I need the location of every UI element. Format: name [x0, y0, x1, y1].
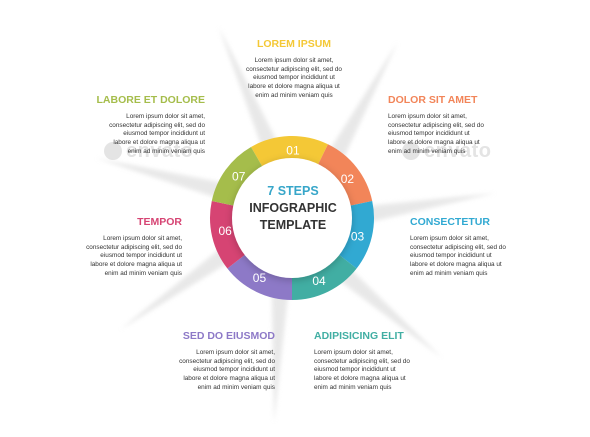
flap-shadow-7 [95, 158, 242, 204]
flap-shadow-4 [323, 256, 442, 358]
step-06-text: Lorem ipsum dolor sit amet, consectetur … [86, 235, 182, 277]
step-number-01: 01 [286, 144, 300, 158]
step-05-block: SED DO EIUSMOD Lorem ipsum dolor sit ame… [157, 330, 275, 393]
step-arc-03 [332, 200, 374, 269]
step-02-block: DOLOR SIT AMET Lorem ipsum dolor sit ame… [388, 94, 506, 157]
step-03-block: CONSECTETUR Lorem ipsum dolor sit amet, … [410, 216, 528, 279]
step-03-title: CONSECTETUR [410, 216, 490, 228]
center-title-line-2: INFOGRAPHIC [249, 201, 337, 215]
flap-shadow-1 [218, 26, 286, 164]
center-title: 7 STEPS INFOGRAPHIC TEMPLATE [238, 183, 348, 234]
step-02-text: Lorem ipsum dolor sit amet, consectetur … [388, 113, 484, 155]
flap-shadow-2 [320, 42, 398, 177]
step-06-block: TEMPOR Lorem ipsum dolor sit amet, conse… [64, 216, 182, 279]
step-number-07: 07 [232, 169, 246, 183]
step-number-04: 04 [312, 274, 326, 288]
flap-shadow-3 [351, 193, 496, 227]
step-04-text: Lorem ipsum dolor sit amet, consectetur … [314, 349, 410, 391]
flap-shadow-6 [120, 236, 244, 330]
step-07-block: LABORE ET DOLORE Lorem ipsum dolor sit a… [87, 94, 205, 157]
center-title-line-1: 7 STEPS [267, 184, 319, 198]
step-arc-04 [292, 250, 357, 300]
step-arcs [210, 136, 374, 300]
step-05-title: SED DO EIUSMOD [182, 330, 275, 342]
step-04-title: ADIPISICING ELIT [314, 330, 404, 342]
step-03-text: Lorem ipsum dolor sit amet, consectetur … [410, 235, 506, 277]
center-title-line-3: TEMPLATE [259, 218, 327, 232]
watermark-logo-icon [402, 142, 420, 160]
shadow-flaps [95, 26, 496, 423]
step-02-title: DOLOR SIT AMET [388, 94, 478, 106]
step-01-text: Lorem ipsum dolor sit amet, consectetur … [246, 57, 342, 99]
step-arc-05 [227, 250, 292, 300]
step-numbers: 01 02 03 04 05 06 07 [218, 144, 364, 288]
step-arc-07 [211, 146, 266, 208]
center-circle [232, 158, 352, 278]
step-number-02: 02 [341, 172, 355, 186]
step-01-block: LOREM IPSUM Lorem ipsum dolor sit amet, … [234, 38, 354, 101]
watermark-left: envato [104, 140, 193, 163]
step-number-03: 03 [351, 230, 365, 244]
step-04-block: ADIPISICING ELIT Lorem ipsum dolor sit a… [314, 330, 432, 393]
step-05-text: Lorem ipsum dolor sit amet, consectetur … [179, 349, 275, 391]
step-number-05: 05 [253, 271, 267, 285]
step-arc-02 [314, 144, 373, 208]
watermark-logo-icon [104, 142, 122, 160]
step-01-title: LOREM IPSUM [256, 38, 332, 50]
step-06-title: TEMPOR [137, 216, 182, 228]
step-07-title: LABORE ET DOLORE [96, 94, 205, 106]
flap-shadow-5 [271, 274, 290, 423]
step-number-06: 06 [218, 224, 232, 238]
watermark-right: envato [402, 140, 491, 163]
step-arc-06 [210, 200, 252, 269]
step-07-text: Lorem ipsum dolor sit amet, consectetur … [109, 113, 205, 155]
